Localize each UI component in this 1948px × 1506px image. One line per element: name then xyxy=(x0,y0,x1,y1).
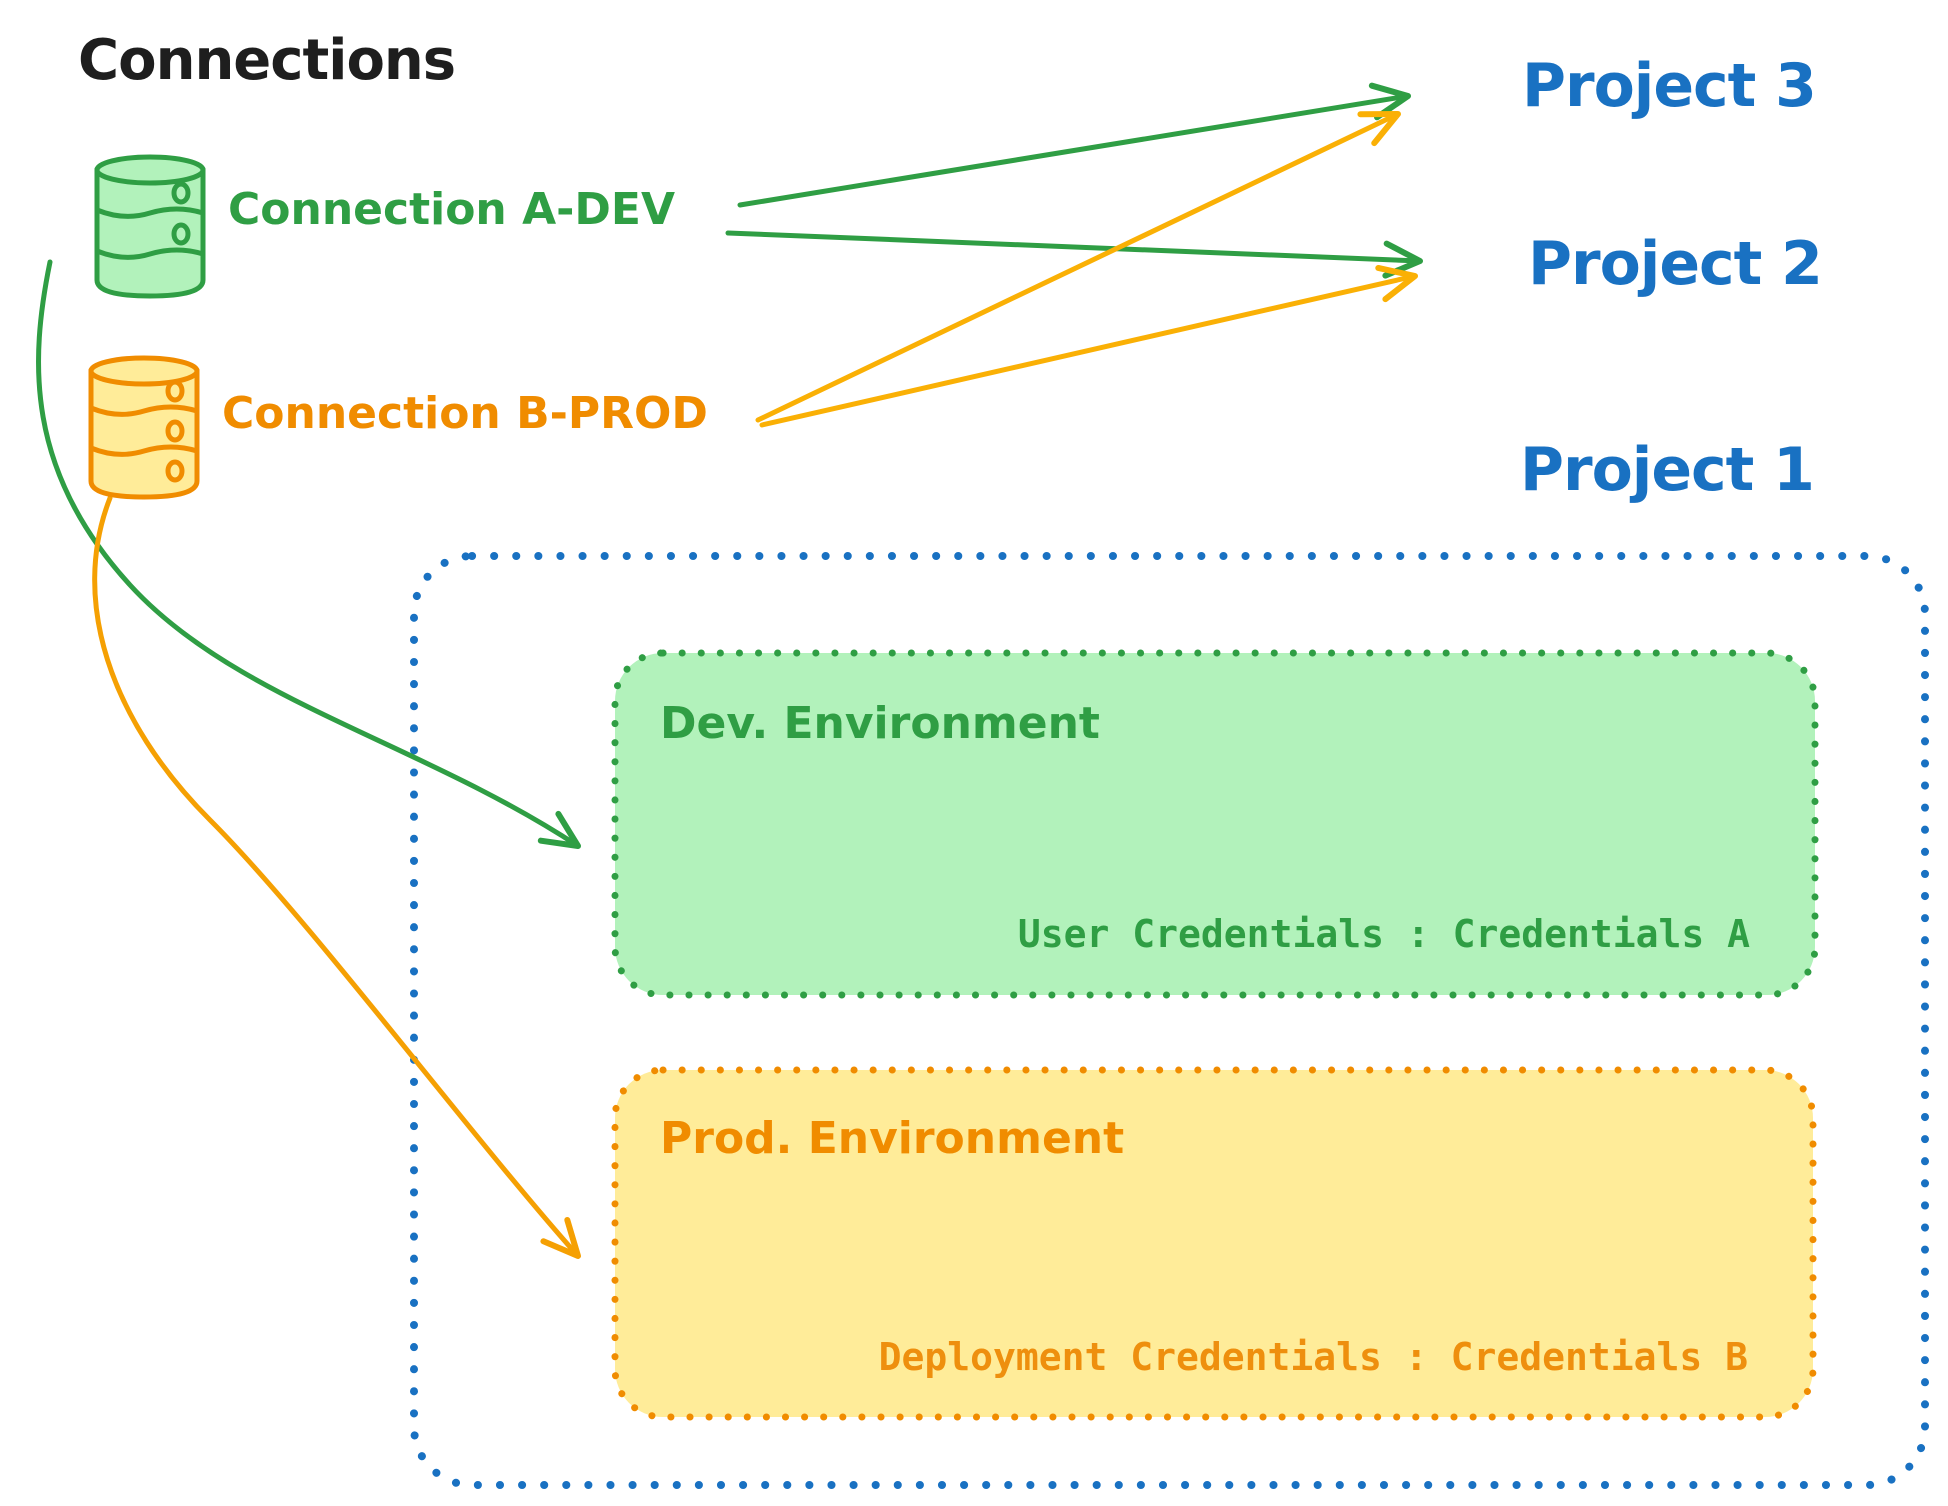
arrow-bprod-to-project3 xyxy=(755,111,1401,423)
database-icon-prod xyxy=(88,355,200,500)
dev-environment-heading: Dev. Environment xyxy=(660,698,1100,749)
arrow-adev-to-project2 xyxy=(725,230,1423,279)
dev-environment-credentials: User Credentials : Credentials A xyxy=(1017,912,1750,956)
prod-environment-credentials: Deployment Credentials : Credentials B xyxy=(878,1335,1748,1379)
arrow-adev-to-project3 xyxy=(737,82,1411,208)
database-icon-dev xyxy=(94,154,206,299)
project-2-label: Project 2 xyxy=(1528,229,1823,299)
diagram-title: Connections xyxy=(78,28,456,93)
arrow-bprod-to-prod-environment xyxy=(92,495,581,1259)
connection-a-dev-label: Connection A-DEV xyxy=(228,184,676,235)
prod-environment-heading: Prod. Environment xyxy=(660,1113,1125,1164)
arrow-bprod-to-project2 xyxy=(759,264,1418,428)
connection-b-prod-label: Connection B-PROD xyxy=(222,388,708,439)
project-1-label: Project 1 xyxy=(1520,435,1815,505)
project-3-label: Project 3 xyxy=(1522,51,1817,121)
prod-environment-box xyxy=(611,1066,1817,1421)
arrow-adev-to-dev-environment xyxy=(36,259,581,849)
dev-environment-box xyxy=(611,649,1819,999)
